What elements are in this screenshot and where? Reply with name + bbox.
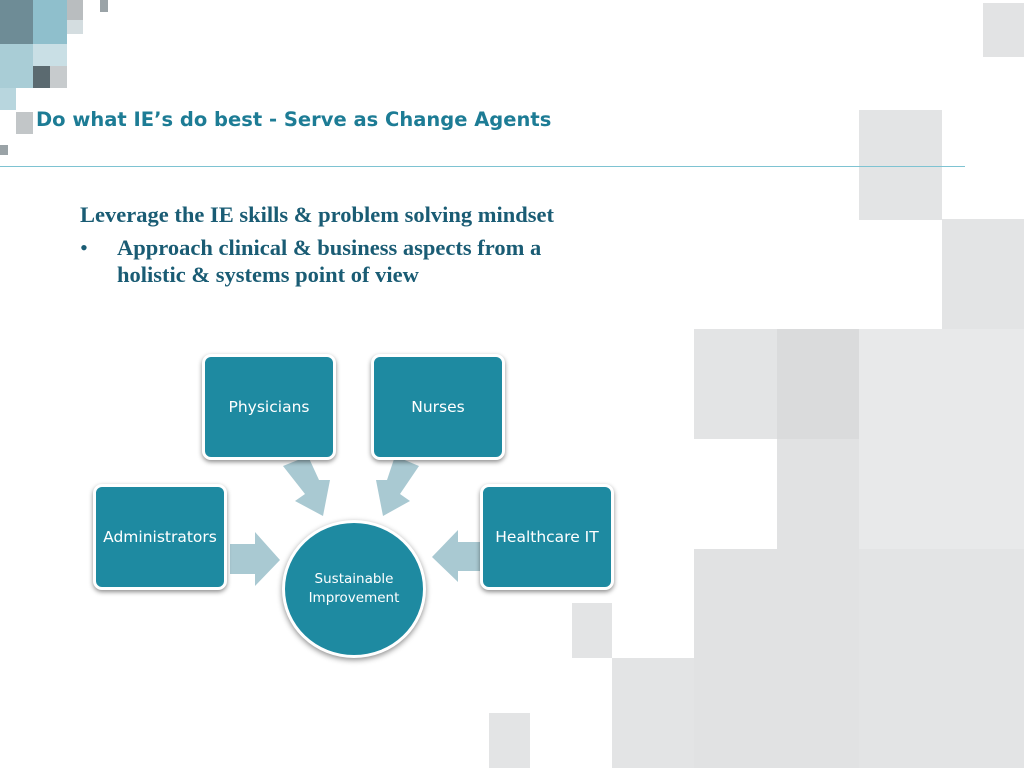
bullet-text: Approach clinical & business aspects fro… bbox=[117, 235, 542, 287]
title-divider bbox=[0, 166, 965, 167]
node-sustainable-improvement: Sustainable Improvement bbox=[282, 520, 426, 658]
decor-square bbox=[694, 329, 777, 439]
decor-square bbox=[694, 549, 859, 768]
decor-square bbox=[777, 329, 859, 439]
decor-square bbox=[33, 66, 50, 88]
decor-square bbox=[942, 219, 1024, 329]
intro-text: Leverage the IE skills & problem solving… bbox=[80, 202, 554, 227]
decor-square bbox=[33, 44, 67, 66]
decor-square bbox=[859, 110, 942, 220]
node-physicians: Physicians bbox=[202, 354, 336, 460]
node-healthcare-it: Healthcare IT bbox=[480, 484, 614, 590]
decor-square bbox=[612, 658, 694, 768]
arrow-nurses-to-center bbox=[376, 456, 419, 516]
decor-square bbox=[572, 603, 612, 658]
decor-square bbox=[0, 145, 8, 155]
arrow-administrators-to-center bbox=[230, 532, 280, 586]
arrow-physicians-to-center bbox=[283, 456, 330, 516]
arrow-healthcareit-to-center bbox=[432, 530, 482, 582]
decor-square bbox=[0, 0, 33, 44]
decor-square bbox=[67, 20, 83, 34]
decor-square bbox=[489, 713, 530, 768]
decor-square bbox=[33, 0, 67, 44]
decor-square bbox=[983, 3, 1024, 57]
decor-square bbox=[777, 439, 859, 549]
decor-square bbox=[100, 0, 108, 12]
node-administrators: Administrators bbox=[93, 484, 227, 590]
decor-square bbox=[67, 0, 83, 20]
decor-square bbox=[16, 112, 33, 134]
node-nurses: Nurses bbox=[371, 354, 505, 460]
decor-square bbox=[0, 88, 16, 110]
decor-square bbox=[859, 329, 1024, 549]
decor-square bbox=[50, 66, 67, 88]
slide-title: Do what IE’s do best - Serve as Change A… bbox=[36, 108, 552, 131]
decor-square bbox=[859, 549, 1024, 768]
decor-square bbox=[0, 44, 33, 88]
bullet-marker: • bbox=[80, 235, 88, 260]
bullet-item: • Approach clinical & business aspects f… bbox=[80, 234, 600, 288]
slide-body: Leverage the IE skills & problem solving… bbox=[80, 201, 600, 288]
